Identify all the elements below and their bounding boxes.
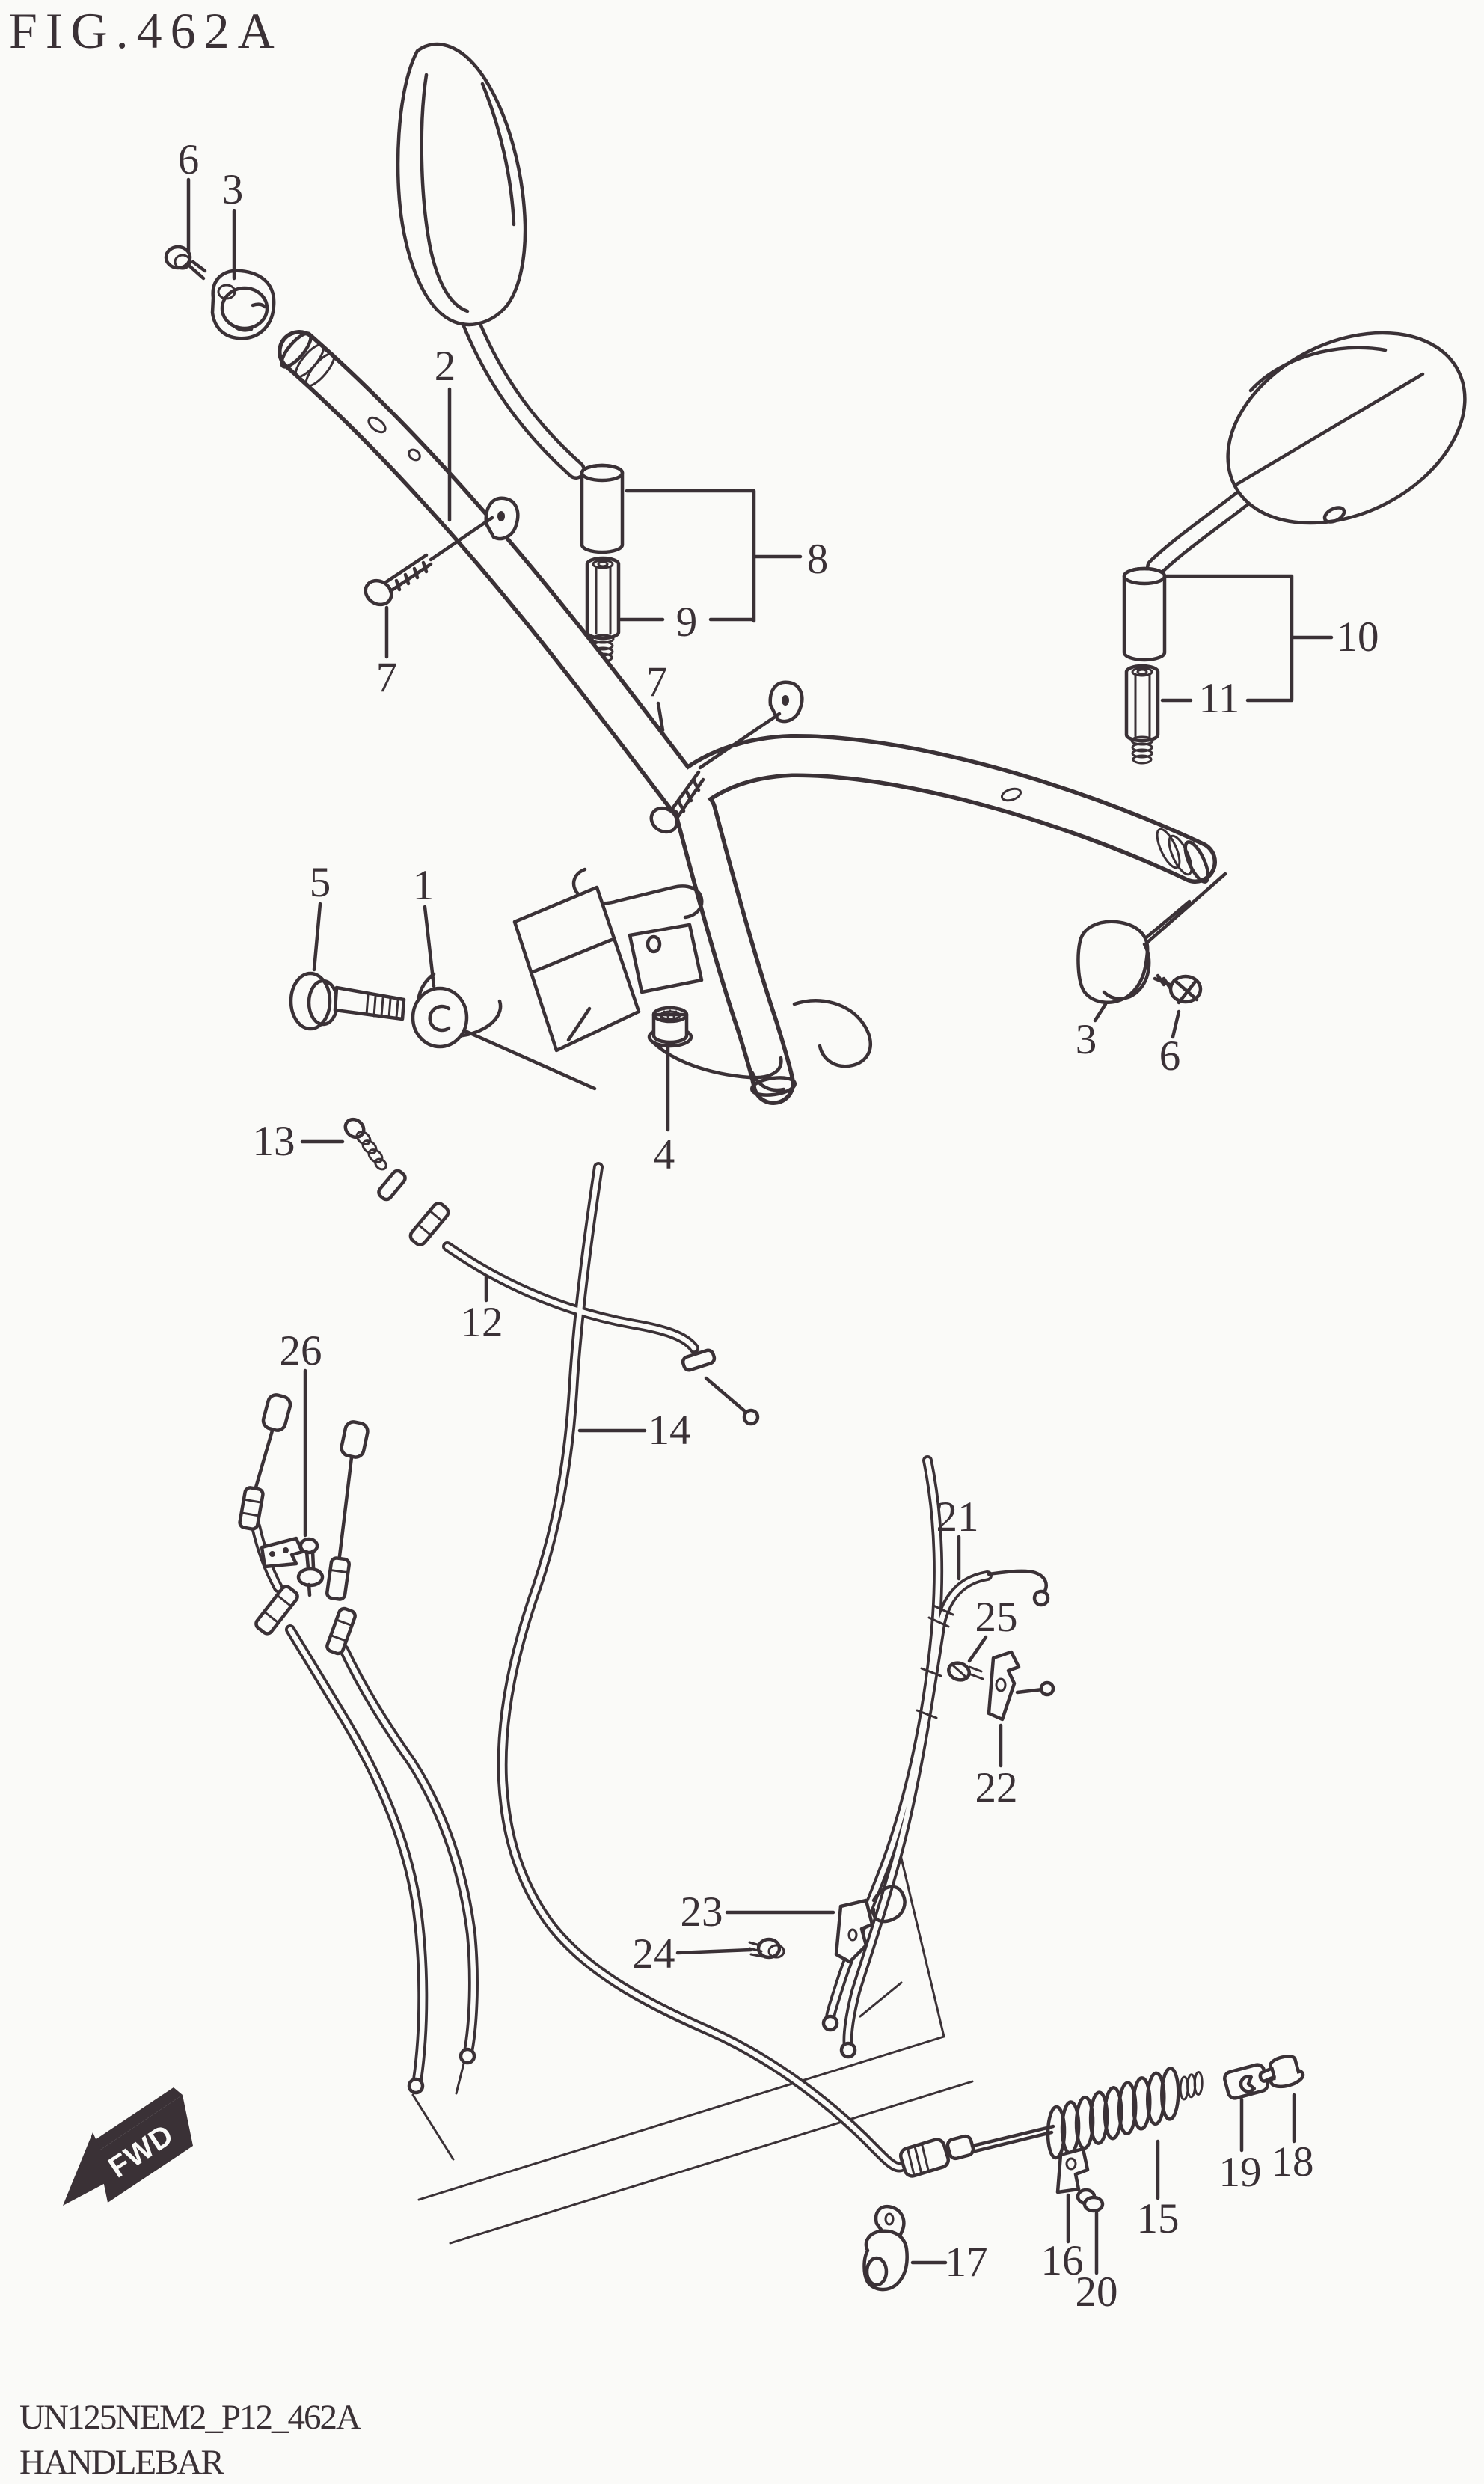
callout-21: 21 <box>936 1493 979 1541</box>
callout-16: 16 <box>1041 2237 1084 2284</box>
cable-guide-hook-right <box>792 999 873 1068</box>
callout-1: 1 <box>413 862 435 909</box>
callout-10: 10 <box>1337 614 1379 661</box>
callout-14: 14 <box>649 1407 691 1454</box>
callout-17: 17 <box>945 2239 988 2286</box>
mirror-left-head-inner <box>420 73 516 313</box>
cable-21-group <box>821 1569 1050 2059</box>
callout-2: 2 <box>435 343 456 390</box>
cable-12-barrel <box>377 1169 407 1202</box>
screw-6-left <box>164 245 207 281</box>
callouts: 6 3 2 8 9 7 7 10 11 5 1 13 3 6 4 12 26 1… <box>178 136 1379 2316</box>
figure-title: FIG.462A <box>9 2 283 59</box>
callout-13: 13 <box>253 1118 295 1165</box>
cable-26a-end-cap <box>407 2077 425 2095</box>
mirror-right-adapter <box>1124 664 1160 765</box>
fwd-arrow: FWD <box>63 2087 193 2206</box>
handlebar-tab-right-hole <box>782 695 789 706</box>
leader-lines <box>186 177 1334 2275</box>
callout-22: 22 <box>975 1764 1018 1811</box>
handlebar-right-end <box>1183 840 1210 884</box>
screw-20 <box>1076 2188 1105 2213</box>
callout-25: 25 <box>975 1594 1018 1641</box>
callout-23: 23 <box>681 1888 723 1936</box>
handlebar-tab-left-hole <box>497 511 505 521</box>
mirror-right-head <box>1226 331 1467 525</box>
callout-24: 24 <box>633 1930 675 1977</box>
cable-12-sleeve <box>408 1202 450 1246</box>
callout-7-right: 7 <box>646 658 668 706</box>
nut-18 <box>1258 2055 1305 2089</box>
riser-bottom-opening <box>749 1076 797 1097</box>
callout-15: 15 <box>1137 2195 1180 2242</box>
mirror-right-mount <box>1122 566 1167 765</box>
clamp-tab-plate <box>628 923 704 994</box>
bolt-24 <box>748 1937 785 1960</box>
handlebar-hole <box>367 416 387 434</box>
handlebar-hole <box>408 448 421 462</box>
callout-5: 5 <box>310 859 331 906</box>
fitting-17 <box>862 2204 909 2292</box>
bolt-5 <box>289 971 406 1031</box>
cable-21-end-cap <box>839 2041 857 2059</box>
mirror-left-adapter <box>585 556 621 663</box>
adjuster-13 <box>343 1117 387 1171</box>
cable-holder-plate <box>260 1536 304 1569</box>
callout-11: 11 <box>1199 675 1240 722</box>
center-clamp-hardware <box>416 867 873 1080</box>
spacer-1 <box>411 986 469 1049</box>
cable-12-end <box>681 1348 760 1426</box>
screw-7-right <box>649 770 705 834</box>
cap-3-left <box>210 269 276 340</box>
mirror-left-head <box>396 42 527 327</box>
callout-19: 19 <box>1219 2149 1262 2196</box>
lever-bracket-plate <box>512 885 641 1053</box>
screw-25 <box>947 1661 984 1682</box>
callout-8: 8 <box>807 536 829 583</box>
bracket-22 <box>987 1650 1055 1722</box>
callout-7-left: 7 <box>376 654 398 701</box>
mirror-left-mount <box>580 463 625 663</box>
callout-3: 3 <box>222 166 244 213</box>
callout-26: 26 <box>280 1327 322 1374</box>
cable-guide-hook-upper <box>571 867 704 920</box>
cable-guide-hook-lower <box>650 1039 783 1080</box>
screw-26 <box>296 1537 325 1597</box>
callout-20: 20 <box>1076 2269 1118 2316</box>
cap-3-right <box>1076 872 1227 1005</box>
cables <box>251 1162 993 2173</box>
handlebar-left-end <box>280 331 313 369</box>
bracket-23 <box>834 1885 907 1964</box>
screw-6-right <box>1153 973 1203 1005</box>
callout-9: 9 <box>676 599 698 646</box>
frame-reference-lines <box>417 1829 974 2245</box>
mirror-stems <box>462 313 1262 577</box>
cable-26b-end-cap <box>459 2047 476 2065</box>
spring-15 <box>1046 2067 1204 2160</box>
callout-18: 18 <box>1272 2138 1314 2185</box>
callout-12: 12 <box>461 1299 503 1346</box>
callout-6: 6 <box>178 136 200 183</box>
footer-name: HANDLEBAR <box>19 2443 224 2482</box>
cable-end-assembly <box>862 2055 1305 2292</box>
bracket-16 <box>1055 2147 1090 2194</box>
cable-22-end-cap <box>821 2014 839 2032</box>
callout-3-right: 3 <box>1076 1016 1097 1063</box>
nut-4 <box>647 1006 693 1048</box>
screw-7-left <box>364 553 433 607</box>
handlebar <box>278 330 1217 1105</box>
handlebar-hole <box>1000 787 1022 802</box>
callout-6-right: 6 <box>1159 1033 1181 1080</box>
footer-code: UN125NEM2_P12_462A <box>19 2398 361 2437</box>
cable-26-group <box>238 1393 476 2161</box>
callout-4: 4 <box>654 1131 675 1178</box>
